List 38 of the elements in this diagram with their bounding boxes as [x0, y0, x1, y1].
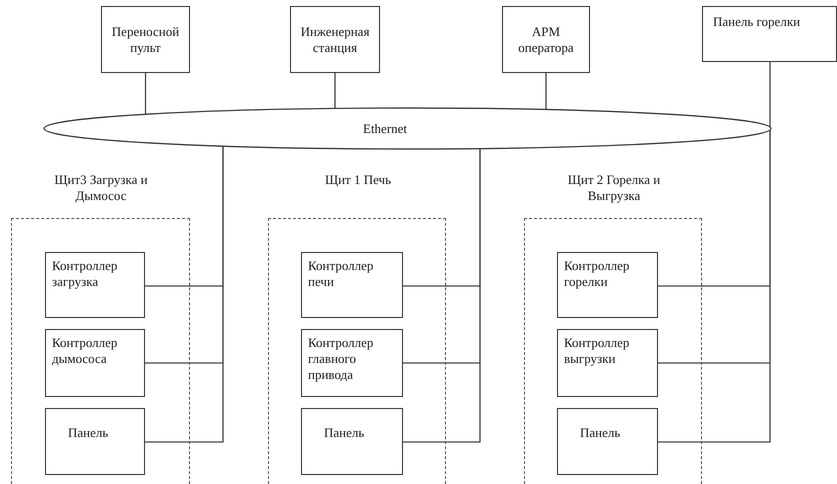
panel-box: [557, 408, 658, 475]
cabinet-title: Щит 1 Печь: [324, 172, 392, 188]
controller-box: [301, 329, 403, 397]
device-box: [502, 6, 590, 73]
box-label: Панель: [68, 425, 108, 441]
connection-line: [769, 62, 771, 127]
panel-box: [45, 408, 145, 475]
panel-box: [301, 408, 403, 475]
connection-line: [403, 148, 481, 443]
cabinet-title: Щит 2 Горелка и Выгрузка: [566, 172, 662, 204]
device-box: [290, 6, 380, 73]
box-label: Инженерная станция: [300, 24, 370, 56]
box-label: Переносной пульт: [110, 24, 180, 56]
controller-box: [301, 252, 403, 318]
box-label: Контроллер главного привода: [308, 335, 374, 383]
cabinet-title: Щит3 Загрузка и Дымосос: [53, 172, 149, 204]
device-box: [101, 6, 190, 73]
panel-box: [702, 6, 837, 62]
box-label: Панель горелки: [713, 14, 800, 30]
controller-box: [45, 252, 145, 318]
box-label: Панель: [580, 425, 620, 441]
controller-box: [45, 329, 145, 397]
connection-line: [658, 130, 771, 443]
box-label: АРМ оператора: [517, 24, 575, 56]
connection-line: [545, 73, 547, 110]
box-label: Контроллер печи: [308, 258, 374, 290]
network-label: Ethernet: [363, 121, 408, 137]
box-label: Контроллер выгрузки: [564, 335, 630, 367]
box-label: Панель: [324, 425, 364, 441]
box-label: Контроллер загрузка: [52, 258, 118, 290]
connection-line: [145, 146, 224, 443]
box-label: Контроллер дымососа: [52, 335, 118, 367]
box-label: Контроллер горелки: [564, 258, 630, 290]
connection-line: [334, 73, 336, 108]
controller-box: [557, 329, 658, 397]
connection-line: [144, 73, 146, 114]
controller-box: [557, 252, 658, 318]
network-bus-ellipse: [43, 107, 772, 150]
